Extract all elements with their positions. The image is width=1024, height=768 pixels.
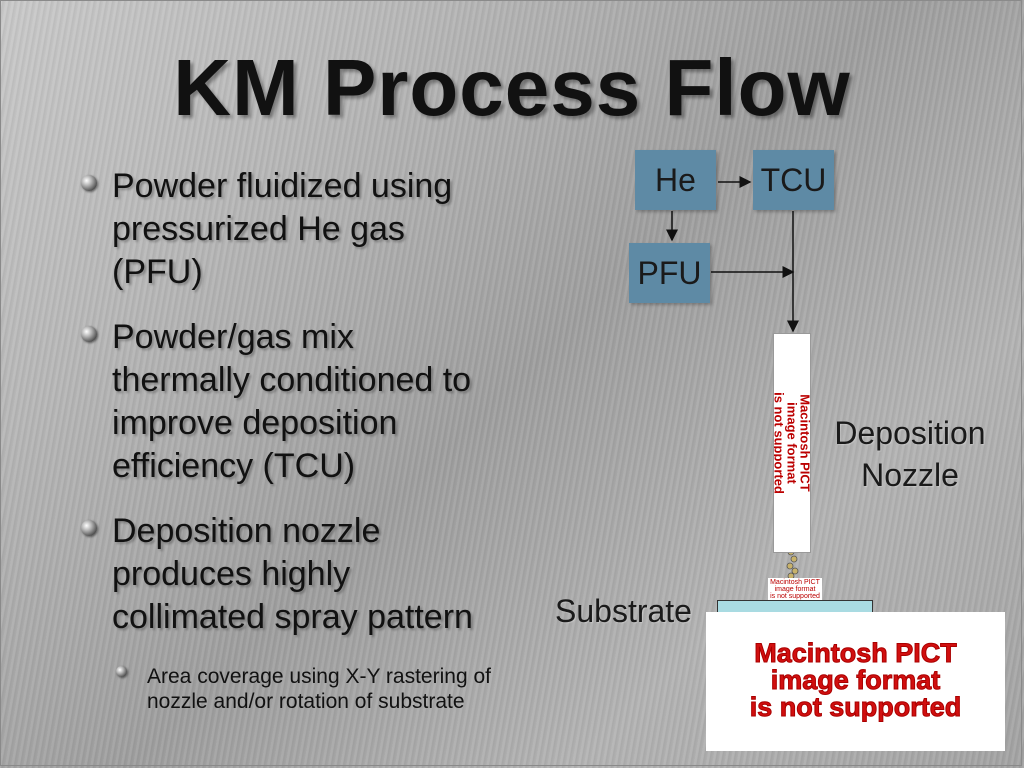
nozzle-pict-placeholder: Macintosh PICT image format is not suppo… xyxy=(773,392,811,494)
sub-bullet: Area coverage using X-Y rastering of noz… xyxy=(147,664,491,714)
deposition-nozzle-label: Deposition Nozzle xyxy=(822,412,998,496)
bullet-icon xyxy=(81,175,97,191)
bullet-line: Powder/gas mix xyxy=(112,318,354,356)
pict-line: Macintosh PICT xyxy=(754,638,958,668)
slide-title: KM Process Flow xyxy=(173,43,851,132)
nozzle-pict-line: image format xyxy=(784,402,800,484)
bullet-line: efficiency (TCU) xyxy=(112,447,356,485)
bullet-line: improve deposition xyxy=(112,404,398,442)
bullet-line: pressurized He gas xyxy=(112,210,405,248)
he-label: He xyxy=(655,161,696,198)
bullet-line: Powder fluidized using xyxy=(112,167,453,205)
label-line: Nozzle xyxy=(861,457,959,493)
deposition-nozzle: Macintosh PICT image format is not suppo… xyxy=(773,333,811,553)
small-pict-line: is not supported xyxy=(770,593,820,600)
nozzle-pict-line: Macintosh PICT xyxy=(797,394,811,492)
nozzle-pict-line: is not supported xyxy=(773,392,787,494)
bullet-line: (PFU) xyxy=(112,253,203,291)
tcu-box: TCU xyxy=(753,150,834,210)
bullet-line: Deposition nozzle xyxy=(112,512,381,550)
sub-bullet-line: Area coverage using X-Y rastering of xyxy=(147,665,491,688)
pfu-box: PFU xyxy=(629,243,710,303)
substrate-label: Substrate xyxy=(555,593,692,629)
small-pict-line: Macintosh PICT xyxy=(770,579,820,586)
bullet-3: Deposition nozzle produces highly collim… xyxy=(112,510,473,639)
pfu-label: PFU xyxy=(637,254,702,291)
pict-line: is not supported xyxy=(749,692,962,722)
large-pict-placeholder: Macintosh PICT image format is not suppo… xyxy=(706,612,1005,751)
sub-bullet-icon xyxy=(116,666,127,677)
bullet-2: Powder/gas mix thermally conditioned to … xyxy=(112,316,471,488)
bullet-icon xyxy=(81,520,97,536)
bullet-line: produces highly xyxy=(112,555,351,593)
bullet-line: collimated spray pattern xyxy=(112,598,473,636)
bullet-line: thermally conditioned to xyxy=(112,361,472,399)
small-pict-line: image format xyxy=(774,586,816,593)
small-pict-placeholder: Macintosh PICT image format is not suppo… xyxy=(768,578,822,601)
bullet-1: Powder fluidized using pressurized He ga… xyxy=(112,165,452,294)
tcu-label: TCU xyxy=(760,161,827,198)
pict-line: image format xyxy=(770,665,941,695)
label-line: Deposition xyxy=(834,415,986,451)
sub-bullet-line: nozzle and/or rotation of substrate xyxy=(147,690,465,713)
bullet-icon xyxy=(81,326,97,342)
he-box: He xyxy=(635,150,716,210)
